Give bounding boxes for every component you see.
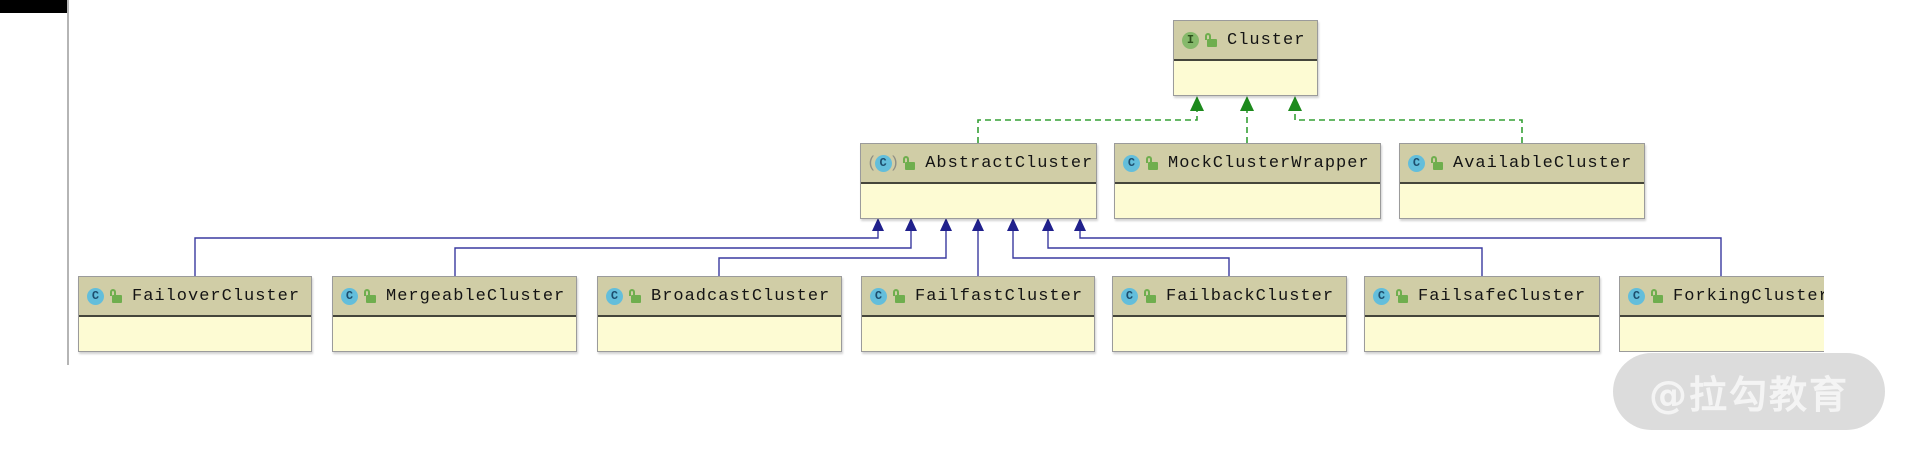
class-name: FailsafeCluster: [1418, 286, 1587, 306]
unlock-icon: [629, 289, 641, 303]
class-name: MergeableCluster: [386, 286, 566, 306]
class-icon: C: [1123, 154, 1140, 172]
node-header: I Cluster: [1174, 21, 1317, 61]
abstract-marker-close: ): [889, 154, 900, 172]
class-name: FailoverCluster: [132, 286, 301, 306]
node-header: C FailbackCluster: [1113, 277, 1346, 317]
node-header: C BroadcastCluster: [598, 277, 841, 317]
node-body: [1620, 317, 1824, 351]
node-header: C MergeableCluster: [333, 277, 576, 317]
class-node-broadcast-cluster[interactable]: C BroadcastCluster: [597, 276, 842, 352]
class-name: BroadcastCluster: [651, 286, 831, 306]
class-node-forking-cluster[interactable]: C ForkingCluster: [1619, 276, 1824, 352]
class-icon: C: [1628, 287, 1645, 305]
node-header: C AvailableCluster: [1400, 144, 1644, 184]
node-header: ( C ) AbstractCluster: [861, 144, 1096, 184]
watermark-text: @拉勾教育: [1648, 373, 1849, 417]
class-name: FailbackCluster: [1166, 286, 1335, 306]
unlock-icon: [1146, 156, 1158, 170]
class-icon: C: [870, 287, 887, 305]
node-body: [333, 317, 576, 351]
unlock-icon: [1396, 289, 1408, 303]
class-node-failsafe-cluster[interactable]: C FailsafeCluster: [1364, 276, 1600, 352]
node-body: [1365, 317, 1599, 351]
node-header: C MockClusterWrapper: [1115, 144, 1380, 184]
abstract-marker-open: (: [867, 154, 877, 172]
class-name: ForkingCluster: [1673, 286, 1824, 306]
node-body: [1113, 317, 1346, 351]
class-icon: C: [606, 287, 623, 305]
panel-divider-line: [67, 0, 69, 365]
class-node-failback-cluster[interactable]: C FailbackCluster: [1112, 276, 1347, 352]
unlock-icon: [110, 289, 122, 303]
node-header: C ForkingCluster: [1620, 277, 1824, 317]
class-name: AvailableCluster: [1453, 153, 1633, 173]
watermark-badge: @拉勾教育: [1613, 353, 1885, 430]
unlock-icon: [1144, 289, 1156, 303]
class-node-failover-cluster[interactable]: C FailoverCluster: [78, 276, 312, 352]
node-body: [861, 184, 1096, 218]
class-name: Cluster: [1227, 30, 1306, 50]
class-icon: C: [1121, 287, 1138, 305]
class-icon: C: [87, 287, 104, 305]
class-icon: C: [874, 154, 892, 172]
class-node-mock-cluster-wrapper[interactable]: C MockClusterWrapper: [1114, 143, 1381, 219]
class-node-mergeable-cluster[interactable]: C MergeableCluster: [332, 276, 577, 352]
unlock-icon: [1205, 33, 1217, 47]
class-name: FailfastCluster: [915, 286, 1084, 306]
class-node-cluster[interactable]: I Cluster: [1173, 20, 1318, 96]
node-body: [1400, 184, 1644, 218]
extends-edges: [194, 230, 1722, 276]
interface-icon: I: [1182, 31, 1199, 49]
node-header: C FailsafeCluster: [1365, 277, 1599, 317]
node-body: [862, 317, 1094, 351]
implements-edges: [977, 108, 1523, 143]
top-left-black-bar: [0, 0, 67, 13]
node-body: [1115, 184, 1380, 218]
unlock-icon: [364, 289, 376, 303]
unlock-icon: [893, 289, 905, 303]
unlock-icon: [1431, 156, 1443, 170]
node-header: C FailoverCluster: [79, 277, 311, 317]
class-node-abstract-cluster[interactable]: ( C ) AbstractCluster: [860, 143, 1097, 219]
node-header: C FailfastCluster: [862, 277, 1094, 317]
extends-arrowheads: [872, 218, 1086, 231]
class-icon: C: [341, 287, 358, 305]
unlock-icon: [903, 156, 916, 170]
class-name: AbstractCluster: [925, 153, 1094, 173]
class-icon: C: [1373, 287, 1390, 305]
class-icon: C: [1408, 154, 1425, 172]
node-body: [598, 317, 841, 351]
implements-arrowheads: [1190, 96, 1302, 111]
node-body: [79, 317, 311, 351]
node-body: [1174, 61, 1317, 95]
class-node-available-cluster[interactable]: C AvailableCluster: [1399, 143, 1645, 219]
unlock-icon: [1651, 289, 1663, 303]
class-node-failfast-cluster[interactable]: C FailfastCluster: [861, 276, 1095, 352]
class-name: MockClusterWrapper: [1168, 153, 1370, 173]
